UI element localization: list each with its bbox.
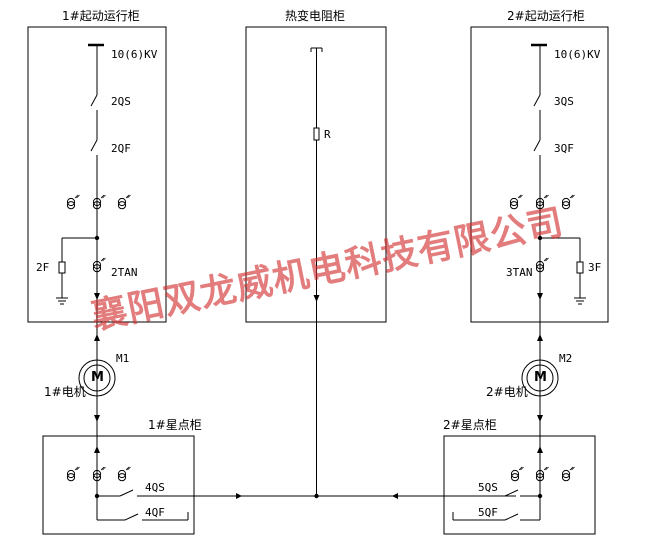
cabinet-title-star2: 2#星点柜 <box>443 418 497 432</box>
motor-m2-symbol: M <box>534 370 547 385</box>
label-2tan: 2TAN <box>111 266 138 279</box>
switch-5qs-blade <box>504 489 519 497</box>
breaker-4qf-blade <box>124 513 139 521</box>
label-5qf: 5QF <box>478 506 498 519</box>
label-2qf: 2QF <box>111 142 131 155</box>
motor-m1 <box>78 359 116 397</box>
label-r: R <box>324 128 331 141</box>
motor-m2 <box>521 359 559 397</box>
label-voltage-left: 10(6)KV <box>111 48 158 61</box>
switch-4qs-blade <box>119 489 134 497</box>
label-2f: 2F <box>36 261 50 274</box>
label-3qf: 3QF <box>554 142 574 155</box>
ct-group-star2 <box>510 466 575 482</box>
label-motor2: 2#电机 <box>486 385 528 399</box>
label-3tan: 3TAN <box>506 266 533 279</box>
label-m1: M1 <box>116 352 130 365</box>
cabinet-title-start2: 2#起动运行柜 <box>507 9 585 23</box>
flow-arrows <box>94 293 543 499</box>
resistor-r <box>313 127 320 141</box>
cabinet-star2-box <box>443 435 596 535</box>
arrester-2f <box>58 261 66 274</box>
ct-group-right <box>509 194 575 273</box>
arrester-3f <box>576 261 584 274</box>
label-5qs: 5QS <box>478 481 498 494</box>
label-2qs: 2QS <box>111 95 131 108</box>
label-4qf: 4QF <box>145 506 165 519</box>
label-m2: M2 <box>559 352 573 365</box>
breaker-2qf-blade <box>90 139 98 152</box>
label-voltage-right: 10(6)KV <box>554 48 601 61</box>
cabinet-title-start1: 1#起动运行柜 <box>62 9 140 23</box>
ct-group-left <box>66 194 131 273</box>
label-motor1: 1#电机 <box>44 385 86 399</box>
label-3f: 3F <box>588 261 602 274</box>
switch-3qs-blade <box>533 94 541 107</box>
cabinet-star1-box <box>42 435 195 535</box>
motor-m1-symbol: M <box>91 370 104 385</box>
ct-group-star1 <box>66 466 131 482</box>
label-3qs: 3QS <box>554 95 574 108</box>
breaker-3qf-blade <box>533 139 541 152</box>
breaker-5qf-blade <box>504 513 519 521</box>
cabinet-title-resistor: 热变电阻柜 <box>285 9 346 23</box>
label-4qs: 4QS <box>145 481 165 494</box>
switch-2qs-blade <box>90 94 98 107</box>
cabinet-title-star1: 1#星点柜 <box>148 418 202 432</box>
